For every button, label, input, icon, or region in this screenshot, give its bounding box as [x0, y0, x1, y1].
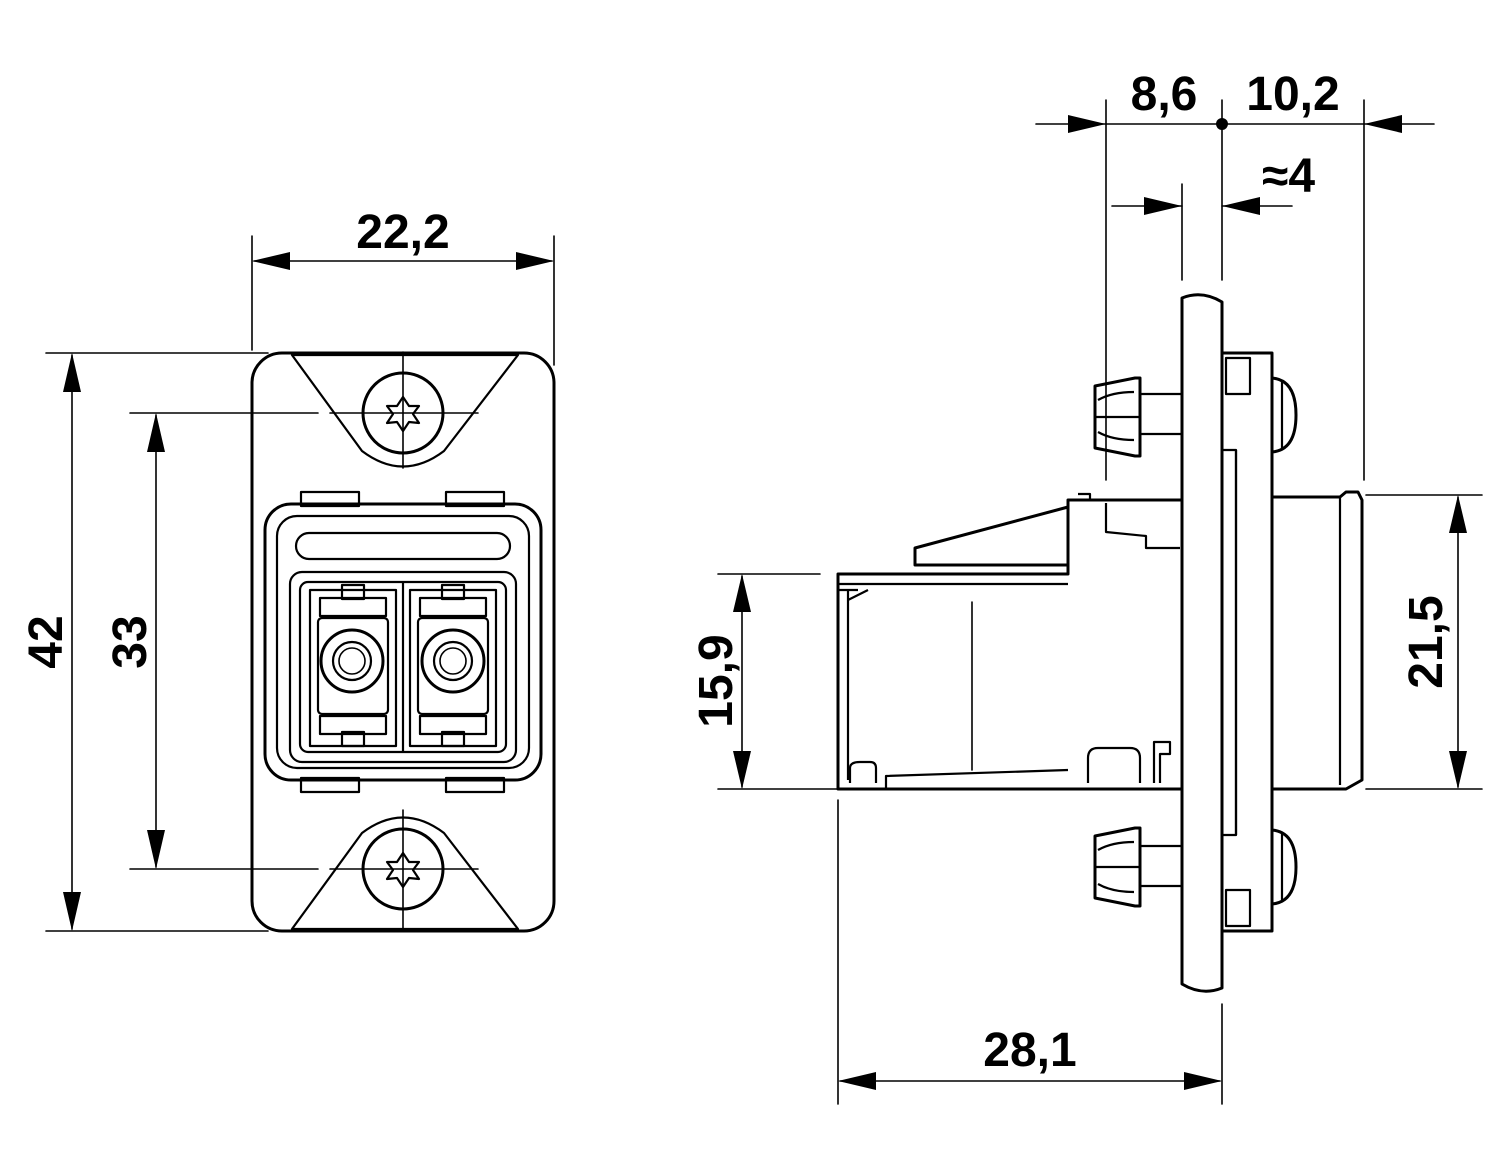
side-view: 8,6 10,2 ≈4 15,9 21,5 — [690, 68, 1483, 1105]
dim-panel-gap-label: ≈4 — [1262, 150, 1315, 203]
front-view: 22,2 42 33 — [20, 206, 556, 933]
dim-side-depth: 28,1 — [837, 799, 1223, 1105]
dim-front-of-panel-label: 10,2 — [1246, 68, 1339, 121]
bottom-nut — [1093, 826, 1184, 908]
right-lc-port — [408, 583, 498, 748]
dim-panel-gap: ≈4 — [1111, 150, 1315, 281]
dim-behind-panel-label: 8,6 — [1131, 68, 1198, 121]
dim-rear-height-label: 15,9 — [690, 634, 743, 727]
connector-latch-slot — [294, 531, 512, 561]
dim-front-height-total-label: 42 — [20, 615, 73, 668]
side-front-body — [1270, 490, 1364, 791]
bottom-mount-triangle — [290, 816, 520, 931]
dim-screw-pitch-label: 33 — [104, 615, 157, 668]
connector-inner-housing — [275, 514, 531, 770]
dim-side-top: 8,6 10,2 — [1035, 68, 1435, 481]
top-mount-triangle — [290, 353, 520, 468]
dim-side-depth-label: 28,1 — [983, 1024, 1076, 1077]
right-ferrule — [420, 628, 486, 694]
dim-screw-pitch: 33 — [104, 412, 319, 870]
left-ferrule — [319, 628, 385, 694]
top-nut — [1093, 376, 1184, 458]
dim-front-height-label: 21,5 — [1400, 595, 1453, 688]
left-lc-port — [308, 583, 398, 748]
dim-front-width: 22,2 — [251, 206, 555, 366]
dim-rear-height: 15,9 — [690, 573, 867, 790]
dim-front-height-total: 42 — [20, 352, 269, 932]
duplex-port-frame — [288, 570, 518, 764]
side-flange — [1220, 351, 1274, 933]
connector-outer-housing — [263, 502, 543, 782]
mounting-panel — [1180, 293, 1224, 993]
dim-front-width-label: 22,2 — [356, 206, 449, 259]
dim-front-height: 21,5 — [1365, 494, 1483, 790]
side-rear-body — [836, 498, 1184, 791]
